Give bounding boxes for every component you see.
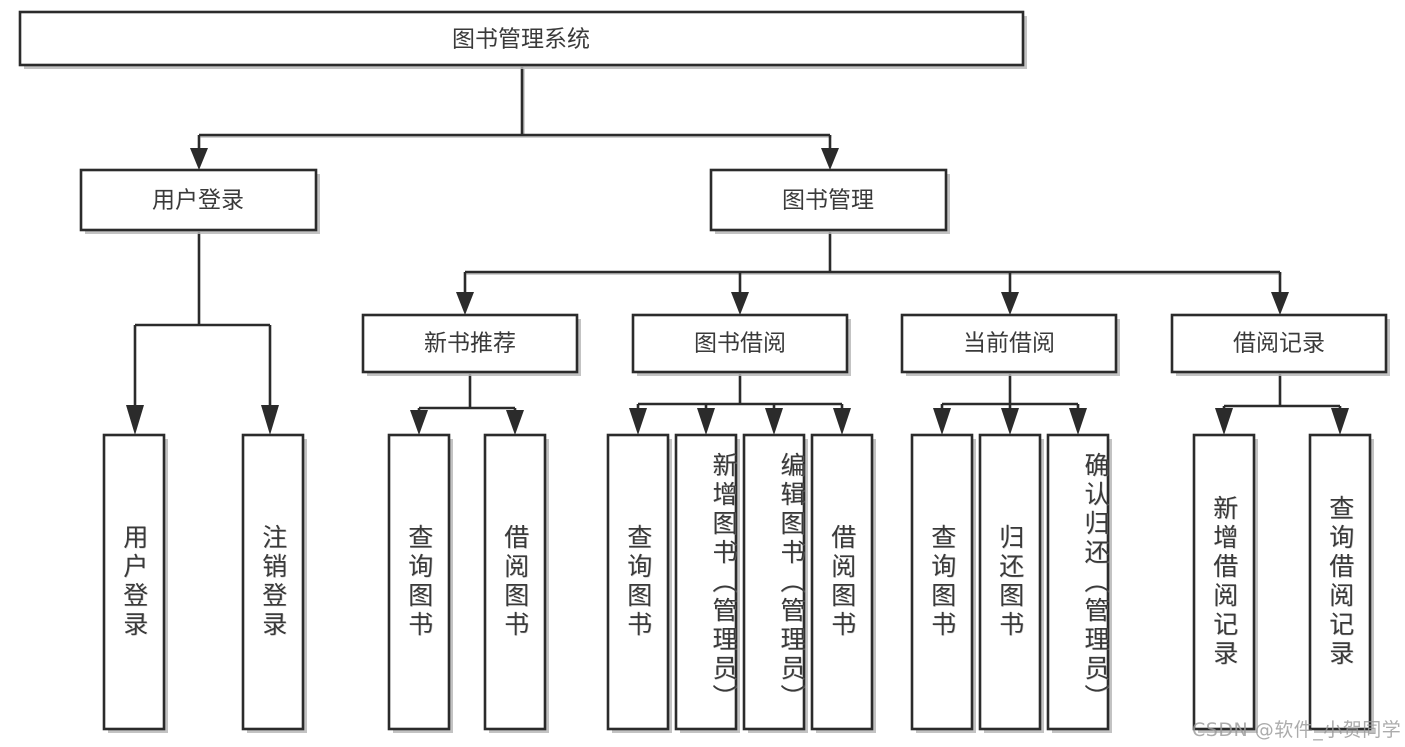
node-box-group [18, 10, 1390, 733]
leaf-add-book-box[interactable] [674, 433, 738, 731]
arrow-leaf-query-book-1 [410, 410, 428, 435]
arrow-to-user-login [190, 148, 208, 170]
current-borrow-node-box[interactable] [900, 313, 1118, 374]
arrow-leaf-query-book-2 [629, 408, 647, 435]
edge-group [126, 67, 1349, 435]
borrow-record-node-box[interactable] [1170, 313, 1388, 374]
arrow-leaf-add-book [697, 408, 715, 435]
leaf-edit-book-box[interactable] [742, 433, 806, 731]
user-login-node-label: 用户登录 [152, 188, 244, 214]
leaf-query-record-box[interactable] [1308, 433, 1372, 731]
leaf-user-logout-box[interactable] [241, 433, 305, 731]
user-login-node-box[interactable] [79, 168, 318, 232]
new-book-rec-node-label: 新书推荐 [424, 331, 516, 357]
arrow-to-book-mgmt [821, 148, 839, 170]
leaf-borrow-book-1-box[interactable] [483, 433, 547, 731]
book-mgmt-node-label: 图书管理 [782, 188, 874, 214]
book-mgmt-node-box[interactable] [709, 168, 948, 232]
arrow-borrow-record [1271, 292, 1289, 315]
leaf-add-record-box[interactable] [1192, 433, 1256, 731]
arrow-leaf-borrow-book-2 [833, 408, 851, 435]
arrow-leaf-query-book-3 [933, 408, 951, 435]
arrow-leaf-query-record [1331, 408, 1349, 435]
arrow-current-borrow [1001, 292, 1019, 315]
leaf-query-book-2-box[interactable] [606, 433, 670, 731]
arrow-book-borrow [731, 292, 749, 315]
arrow-leaf-borrow-book-1 [506, 410, 524, 435]
book-borrow-node-label: 图书借阅 [694, 331, 786, 357]
horizontal-label-group: 图书管理系统 用户登录 图书管理 新书推荐 图书借阅 当前借阅 借阅记录 [152, 27, 1325, 357]
arrow-leaf-return-book [1001, 408, 1019, 435]
arrow-leaf-edit-book [765, 408, 783, 435]
leaf-query-book-3-box[interactable] [910, 433, 974, 731]
book-borrow-node-box[interactable] [631, 313, 849, 374]
leaf-query-book-1-box[interactable] [387, 433, 451, 731]
borrow-record-node-label: 借阅记录 [1233, 331, 1325, 357]
leaf-borrow-book-2-box[interactable] [810, 433, 874, 731]
new-book-rec-node-box[interactable] [361, 313, 579, 374]
leaf-user-login-box[interactable] [102, 433, 166, 731]
root-node-box[interactable] [18, 10, 1025, 67]
arrow-leaf-user-logout [261, 405, 279, 435]
current-borrow-node-label: 当前借阅 [963, 331, 1055, 357]
leaf-confirm-return-box[interactable] [1046, 433, 1110, 731]
arrow-leaf-add-record [1215, 408, 1233, 435]
root-node-label: 图书管理系统 [452, 27, 590, 53]
arrow-leaf-user-login [126, 405, 144, 435]
arrow-new-book-rec [456, 292, 474, 315]
arrow-leaf-confirm-return [1069, 408, 1087, 435]
leaf-return-book-box[interactable] [978, 433, 1042, 731]
csdn-watermark: CSDN @软件_小贺同学 [1192, 719, 1402, 741]
